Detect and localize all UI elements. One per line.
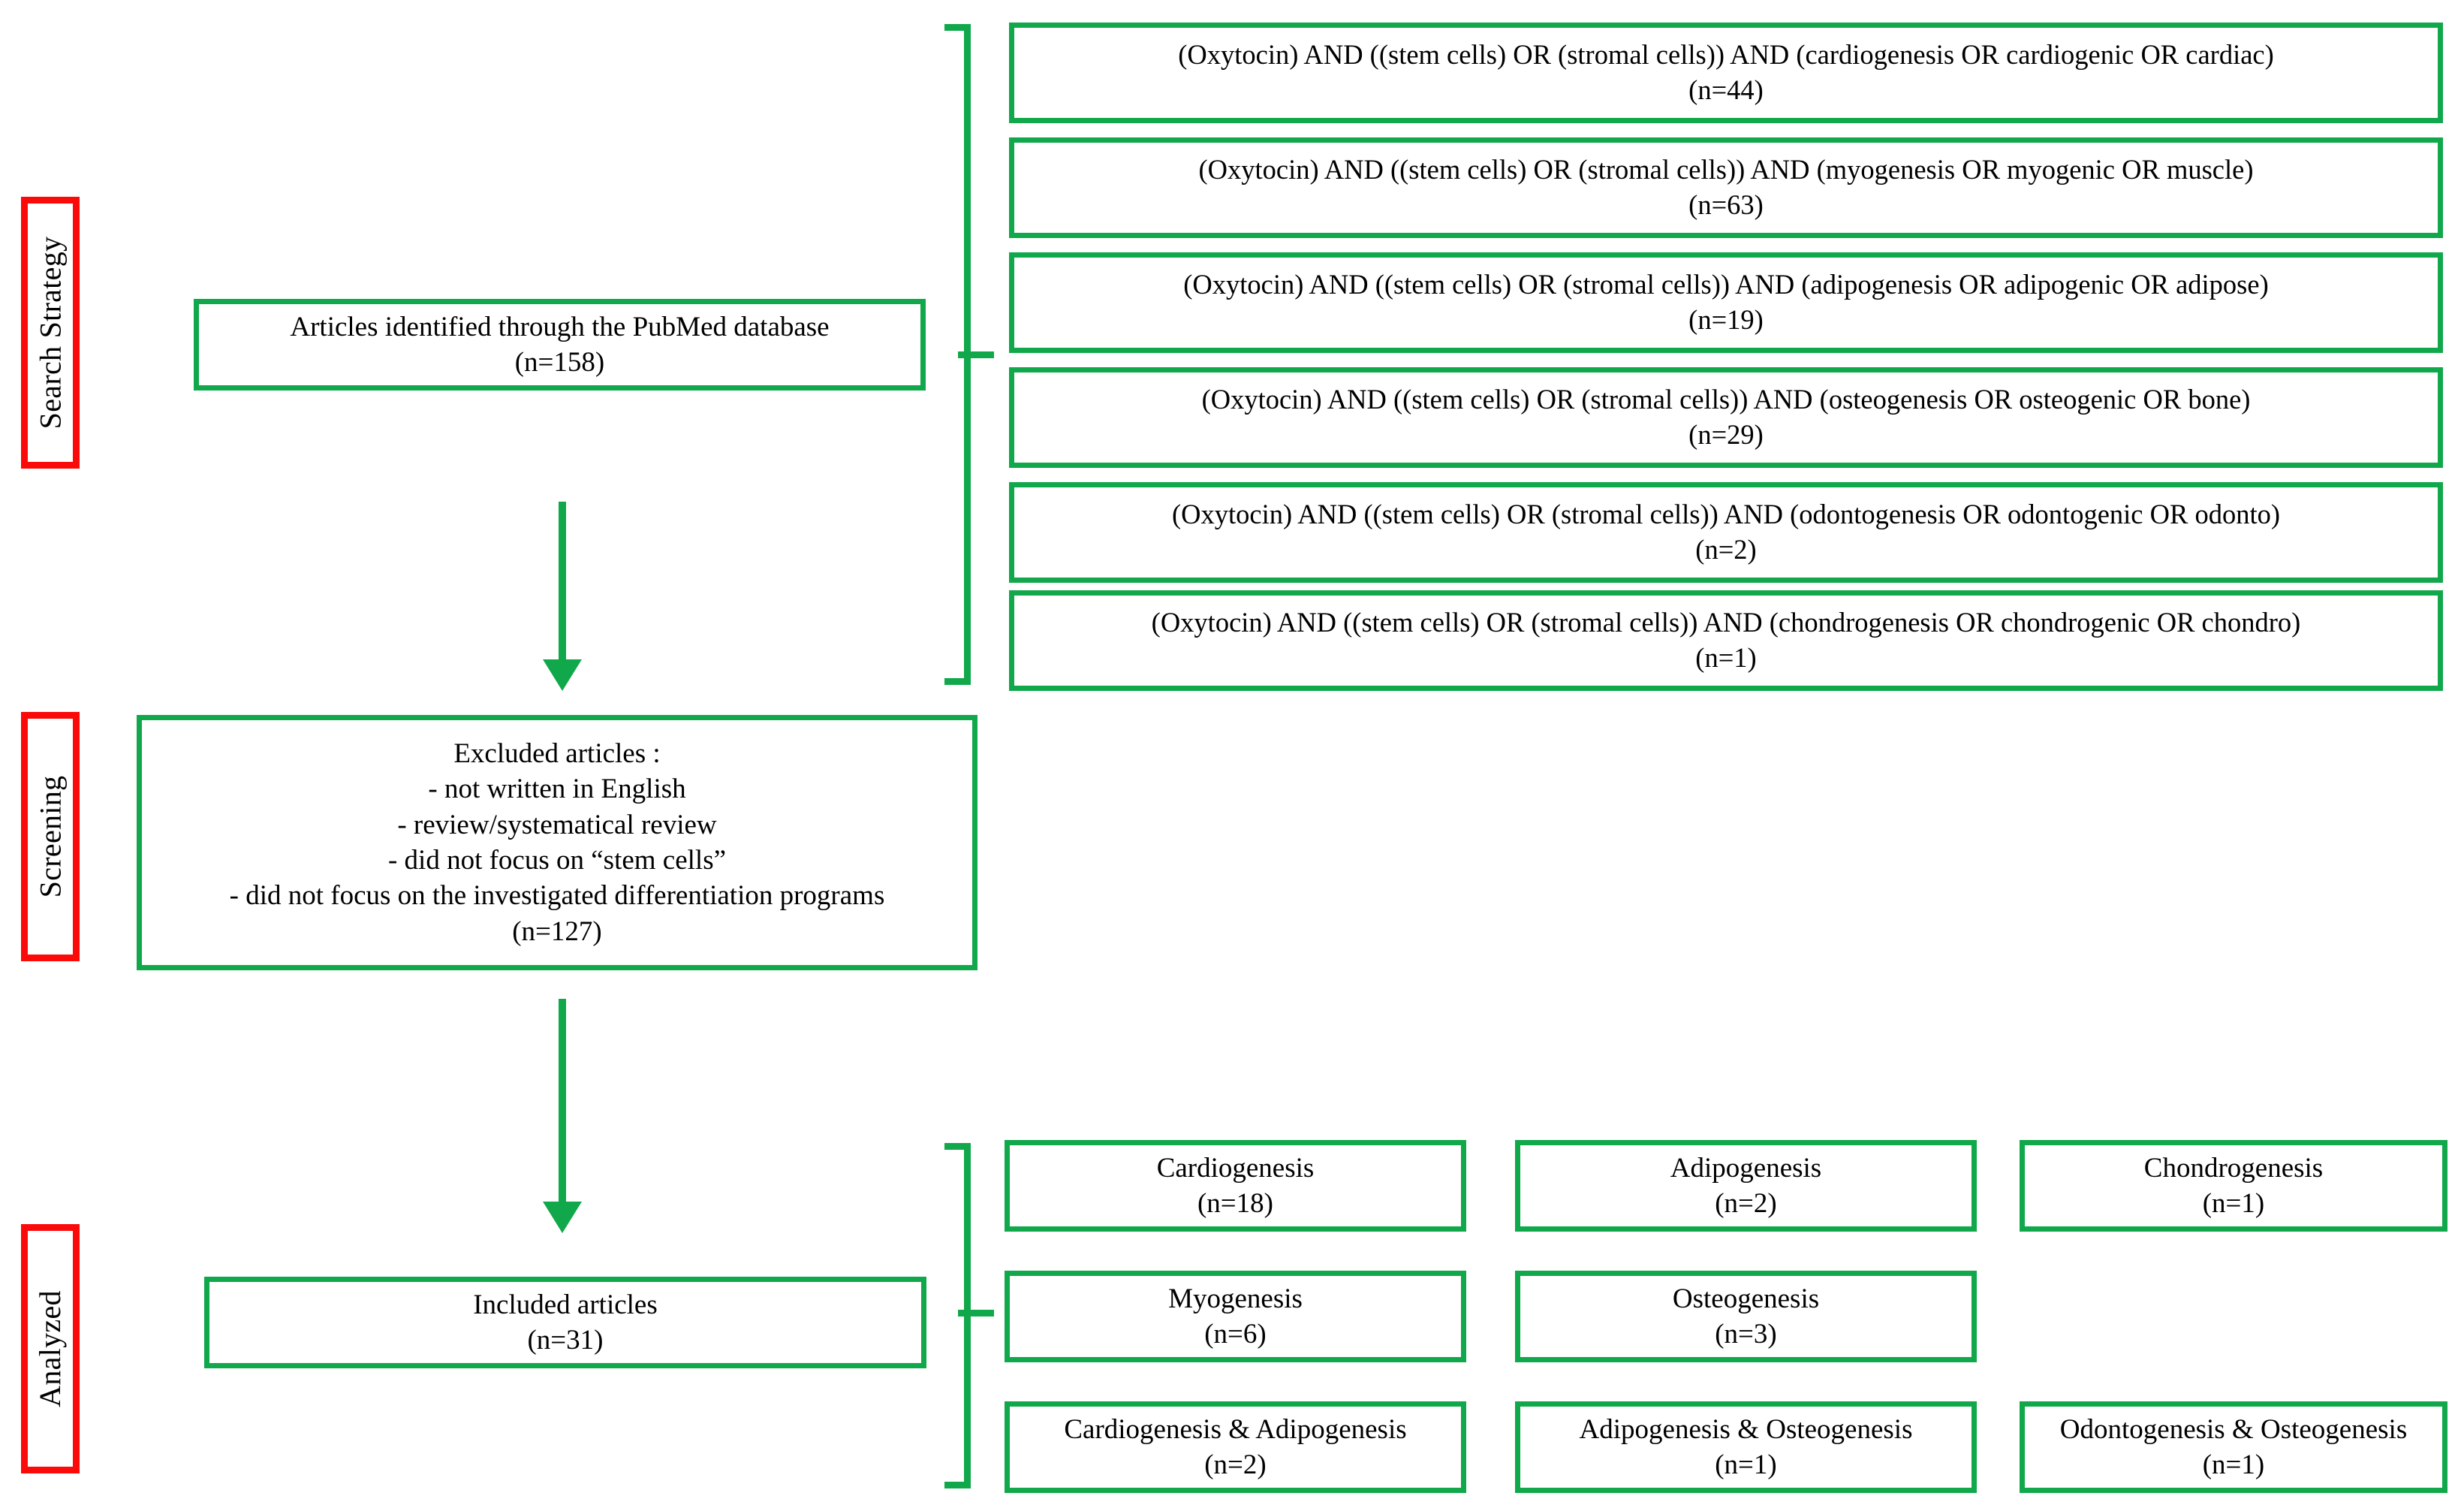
outcome-count: (n=18): [1197, 1188, 1273, 1219]
arrow-identification-to-screening-shaft: [559, 502, 566, 667]
outcome-label: Cardiogenesis: [1156, 1152, 1315, 1184]
box-outcome-osteogenesis: Osteogenesis (n=3): [1515, 1271, 1977, 1362]
stage-label-search-strategy: Search Strategy: [21, 197, 80, 469]
box-query-chondrogenesis: (Oxytocin) AND ((stem cells) OR (stromal…: [1009, 590, 2443, 691]
box-outcome-cardiogenesis: Cardiogenesis (n=18): [1005, 1140, 1466, 1232]
box-query-odontogenesis: (Oxytocin) AND ((stem cells) OR (stromal…: [1009, 482, 2443, 583]
outcome-count: (n=3): [1715, 1319, 1777, 1350]
outcome-label: Cardiogenesis & Adipogenesis: [1064, 1413, 1407, 1445]
box-outcome-chondrogenesis: Chondrogenesis (n=1): [2020, 1140, 2447, 1232]
box-outcome-myogenesis: Myogenesis (n=6): [1005, 1271, 1466, 1362]
bracket-cap-top: [944, 1143, 970, 1150]
query-count: (n=19): [1688, 304, 1764, 335]
outcome-label: Adipogenesis & Osteogenesis: [1579, 1413, 1913, 1445]
query-text: (Oxytocin) AND ((stem cells) OR (stromal…: [1151, 607, 2301, 638]
bracket-cap-bottom: [944, 1482, 970, 1488]
box-outcome-adipogenesis-osteogenesis: Adipogenesis & Osteogenesis (n=1): [1515, 1401, 1977, 1493]
query-text: (Oxytocin) AND ((stem cells) OR (stromal…: [1178, 39, 2274, 71]
outcome-label: Adipogenesis: [1670, 1152, 1822, 1184]
bracket-tick: [967, 351, 994, 358]
outcome-count: (n=1): [2202, 1188, 2265, 1219]
box-line-title: Articles identified through the PubMed d…: [290, 311, 830, 342]
stage-label-text: Screening: [33, 775, 67, 898]
box-query-myogenesis: (Oxytocin) AND ((stem cells) OR (stromal…: [1009, 137, 2443, 238]
query-count: (n=2): [1695, 534, 1757, 565]
box-included-articles: Included articles (n=31): [204, 1277, 926, 1368]
excluded-reason: - did not focus on the investigated diff…: [229, 880, 885, 912]
outcome-count: (n=1): [2202, 1449, 2265, 1480]
arrow-screening-to-included-shaft: [559, 999, 566, 1209]
arrow-screening-to-included-head: [543, 1202, 582, 1233]
stage-label-text: Search Strategy: [33, 236, 68, 430]
bracket-cap-bottom: [944, 678, 970, 685]
outcome-label: Myogenesis: [1168, 1283, 1303, 1314]
outcome-label: Odontogenesis & Osteogenesis: [2059, 1413, 2408, 1445]
bracket-search-queries: [944, 24, 997, 685]
box-query-cardiogenesis: (Oxytocin) AND ((stem cells) OR (stromal…: [1009, 23, 2443, 123]
query-text: (Oxytocin) AND ((stem cells) OR (stromal…: [1183, 269, 2269, 300]
query-text: (Oxytocin) AND ((stem cells) OR (stromal…: [1172, 499, 2280, 530]
bracket-cap-top: [944, 24, 970, 31]
excluded-reason: - not written in English: [428, 774, 686, 805]
box-line-title: Included articles: [473, 1289, 658, 1320]
box-query-adipogenesis: (Oxytocin) AND ((stem cells) OR (stromal…: [1009, 252, 2443, 353]
arrow-identification-to-screening-head: [543, 659, 582, 691]
query-count: (n=44): [1688, 74, 1764, 105]
box-outcome-odontogenesis-osteogenesis: Odontogenesis & Osteogenesis (n=1): [2020, 1401, 2447, 1493]
query-count: (n=1): [1695, 642, 1757, 673]
outcome-count: (n=2): [1204, 1449, 1267, 1480]
box-outcome-adipogenesis: Adipogenesis (n=2): [1515, 1140, 1977, 1232]
query-count: (n=63): [1688, 189, 1764, 220]
outcome-count: (n=1): [1715, 1449, 1777, 1480]
outcome-label: Chondrogenesis: [2143, 1152, 2324, 1184]
excluded-reason: - review/systematical review: [397, 809, 717, 840]
query-count: (n=29): [1688, 419, 1764, 450]
box-outcome-cardiogenesis-adipogenesis: Cardiogenesis & Adipogenesis (n=2): [1005, 1401, 1466, 1493]
bracket-tick-nub: [958, 351, 968, 358]
query-text: (Oxytocin) AND ((stem cells) OR (stromal…: [1201, 384, 2251, 415]
box-articles-identified: Articles identified through the PubMed d…: [194, 299, 926, 391]
outcome-label: Osteogenesis: [1672, 1283, 1820, 1314]
excluded-title: Excluded articles :: [453, 737, 661, 769]
box-line-count: (n=158): [514, 347, 605, 378]
box-query-osteogenesis: (Oxytocin) AND ((stem cells) OR (stromal…: [1009, 367, 2443, 468]
box-excluded-articles: Excluded articles : - not written in Eng…: [137, 715, 977, 970]
stage-label-screening: Screening: [21, 712, 80, 961]
bracket-tick-nub: [958, 1310, 968, 1316]
bracket-tick: [967, 1310, 994, 1316]
outcome-count: (n=6): [1204, 1319, 1267, 1350]
excluded-count: (n=127): [512, 915, 602, 947]
stage-label-text: Analyzed: [33, 1290, 68, 1407]
box-line-count: (n=31): [527, 1325, 604, 1356]
excluded-reason: - did not focus on “stem cells”: [387, 845, 727, 876]
bracket-outcomes: [944, 1143, 997, 1488]
stage-label-analyzed: Analyzed: [21, 1224, 80, 1473]
query-text: (Oxytocin) AND ((stem cells) OR (stromal…: [1198, 154, 2254, 185]
outcome-count: (n=2): [1715, 1188, 1777, 1219]
